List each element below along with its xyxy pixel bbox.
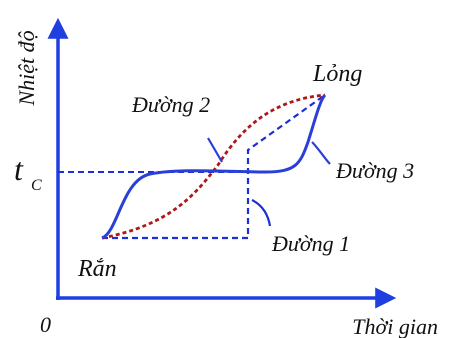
path-3-leader — [311, 141, 331, 165]
tc-label: t C — [14, 151, 42, 194]
path-3-curve — [101, 93, 327, 240]
tc-label-sub: C — [31, 177, 42, 194]
y-axis-label: Nhiệt độ — [14, 30, 39, 106]
x-axis-label: Thời gian — [352, 314, 438, 338]
tc-label-main: t — [14, 151, 24, 187]
path-1-curve — [102, 94, 326, 240]
path-2-curve — [101, 93, 326, 240]
path-1-label: Đường 1 — [271, 231, 350, 256]
origin-label: 0 — [40, 312, 51, 337]
path-2-leader — [207, 137, 223, 163]
path-2-label: Đường 2 — [131, 92, 210, 117]
solid-label: Rắn — [77, 256, 117, 282]
path-1-leader — [251, 199, 272, 227]
liquid-label: Lỏng — [312, 61, 362, 87]
path-3-label: Đường 3 — [335, 158, 414, 183]
